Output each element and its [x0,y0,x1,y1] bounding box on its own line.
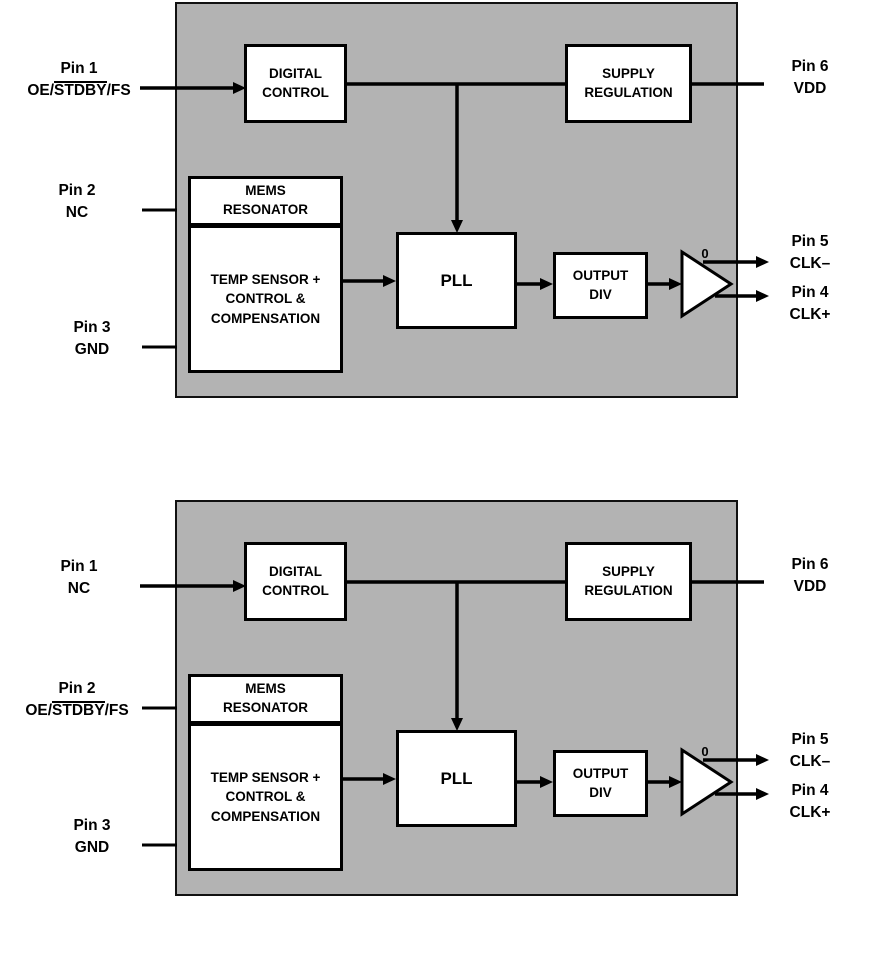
arrowhead [756,788,769,800]
pin2-name: Pin 2 [58,680,96,697]
mems-resonator-label: MEMS RESONATOR [222,681,308,715]
pin1-label: Pin 1 OE/STDBY/FS [14,58,144,102]
mems-resonator-section: MEMS RESONATOR [191,677,340,721]
pin5-function: CLK– [789,255,831,272]
pin4-function: CLK+ [789,804,831,821]
output-div-block: OUTPUT DIV [553,252,648,319]
supply-regulation-label: SUPPLY REGULATION [584,563,673,598]
pin1-function: OE/STDBY/FS [27,81,131,99]
buffer-bubble-label: 0 [701,744,709,759]
pin1-label: Pin 1 NC [14,556,144,600]
pin4-label: Pin 4 CLK+ [774,282,846,326]
mems-block: MEMS RESONATOR TEMP SENSOR + CONTROL & C… [188,674,343,871]
arrowhead [756,290,769,302]
output-div-label: OUTPUT DIV [572,765,629,800]
pin6-name: Pin 6 [791,556,829,573]
mems-resonator-label: MEMS RESONATOR [222,183,308,217]
pin3-function: GND [74,839,110,856]
pin5-label: Pin 5 CLK– [774,729,846,773]
pin1-name: Pin 1 [60,60,98,77]
pin2-label: Pin 2 NC [10,180,144,224]
pin3-function: GND [74,341,110,358]
pin6-function: VDD [793,578,827,595]
pll-label: PLL [440,768,473,788]
arrowhead [756,754,769,766]
digital-control-label: DIGITAL CONTROL [262,65,329,100]
pin4-label: Pin 4 CLK+ [774,780,846,824]
mems-block: MEMS RESONATOR TEMP SENSOR + CONTROL & C… [188,176,343,373]
digital-control-label: DIGITAL CONTROL [262,563,329,598]
pin3-name: Pin 3 [73,319,111,336]
pin6-label: Pin 6 VDD [774,554,846,598]
pin6-function: VDD [793,80,827,97]
pin1-function: NC [67,580,91,597]
pin2-name: Pin 2 [58,182,96,199]
mems-divider [191,721,340,726]
pin5-label: Pin 5 CLK– [774,231,846,275]
pin3-name: Pin 3 [73,817,111,834]
supply-regulation-block: SUPPLY REGULATION [565,542,692,621]
temp-sensor-section: TEMP SENSOR + CONTROL & COMPENSATION [191,726,340,868]
temp-sensor-label: TEMP SENSOR + CONTROL & COMPENSATION [210,769,321,824]
pin4-name: Pin 4 [791,284,829,301]
pin4-function: CLK+ [789,306,831,323]
block-diagram-bottom: DIGITAL CONTROL SUPPLY REGULATION MEMS R… [0,498,870,953]
temp-sensor-label: TEMP SENSOR + CONTROL & COMPENSATION [210,271,321,326]
digital-control-block: DIGITAL CONTROL [244,44,347,123]
pin1-name: Pin 1 [60,558,98,575]
temp-sensor-section: TEMP SENSOR + CONTROL & COMPENSATION [191,228,340,370]
pin3-label: Pin 3 GND [40,317,144,361]
digital-control-block: DIGITAL CONTROL [244,542,347,621]
pin6-label: Pin 6 VDD [774,56,846,100]
block-diagram-top: DIGITAL CONTROL SUPPLY REGULATION MEMS R… [0,0,870,455]
pin6-name: Pin 6 [791,58,829,75]
supply-regulation-block: SUPPLY REGULATION [565,44,692,123]
buffer-bubble-label: 0 [701,246,709,261]
pin2-function: NC [65,204,89,221]
pll-block: PLL [396,232,517,329]
arrowhead [756,256,769,268]
pin5-function: CLK– [789,753,831,770]
pll-block: PLL [396,730,517,827]
pin4-name: Pin 4 [791,782,829,799]
output-div-block: OUTPUT DIV [553,750,648,817]
pll-label: PLL [440,270,473,290]
mems-resonator-section: MEMS RESONATOR [191,179,340,223]
supply-regulation-label: SUPPLY REGULATION [584,65,673,100]
pin5-name: Pin 5 [791,233,829,250]
pin2-function: OE/STDBY/FS [25,701,129,719]
pin5-name: Pin 5 [791,731,829,748]
mems-divider [191,223,340,228]
pin3-label: Pin 3 GND [40,815,144,859]
output-div-label: OUTPUT DIV [572,267,629,302]
pin2-label: Pin 2 OE/STDBY/FS [10,678,144,722]
